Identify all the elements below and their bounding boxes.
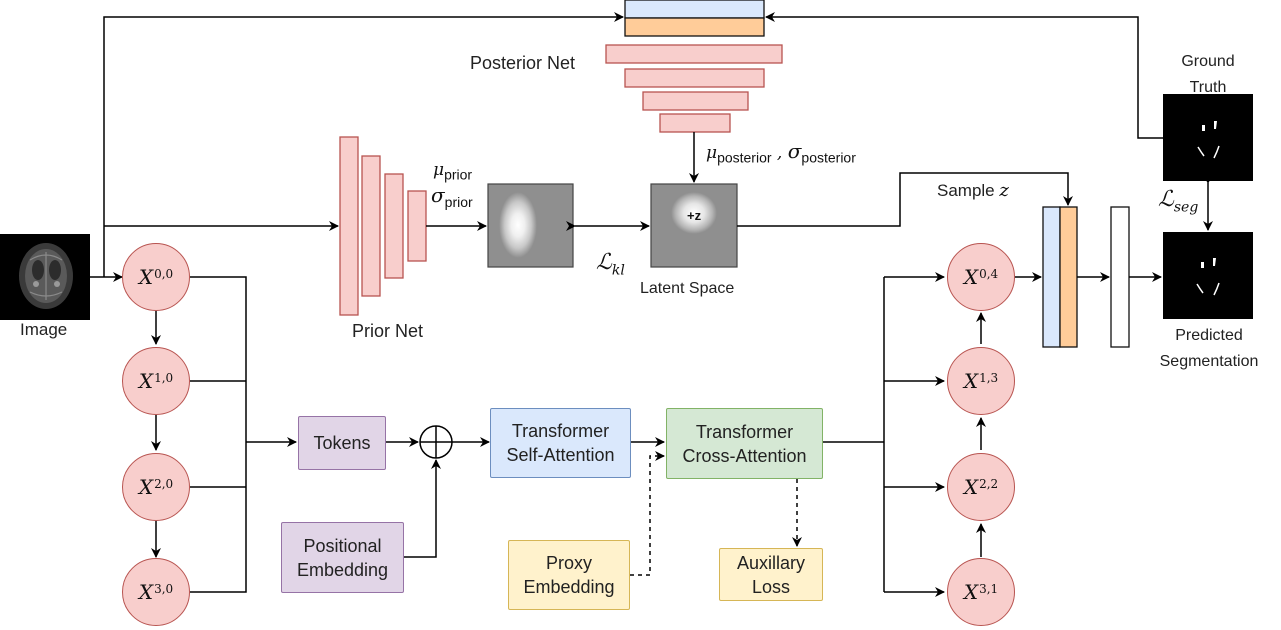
prior-net-label: Prior Net (352, 321, 424, 341)
ground-truth-image (1163, 94, 1253, 181)
latent-space-label: Latent Space (640, 280, 735, 297)
self-attention-block: Transformer Self-Attention (490, 408, 631, 478)
predicted-segmentation-label: Predicted Segmentation (1159, 327, 1259, 370)
ground-truth-label: Ground Truth (1181, 53, 1235, 96)
output-conv-layer (1110, 206, 1130, 348)
prior-distribution-box (487, 183, 574, 268)
proxy-embedding-block: Proxy Embedding (508, 540, 630, 610)
prior-net-stack (339, 136, 427, 316)
posterior-net-label: Posterior Net (470, 53, 576, 73)
latent-z-marker: +z (687, 208, 702, 223)
auxiliary-loss-block: Auxillary Loss (719, 548, 823, 601)
posterior-params-label: μposterior , σposterior (706, 139, 856, 166)
sum-operator (419, 425, 453, 459)
tokens-block: Tokens (298, 416, 386, 470)
seg-loss-label: ℒseg (1158, 187, 1199, 216)
cross-attention-block: Transformer Cross-Attention (666, 408, 823, 479)
latent-space-box (650, 183, 738, 268)
mu-prior-label: μprior (433, 160, 473, 183)
predicted-segmentation-image (1163, 232, 1253, 319)
decoder-concat-stack (1042, 206, 1078, 348)
posterior-net-stack (605, 0, 783, 133)
input-mri-image (0, 234, 90, 320)
kl-loss-label: ℒkl (596, 250, 625, 279)
image-label: Image (20, 320, 68, 339)
sample-z-label: Sample z (937, 180, 1009, 201)
sigma-prior-label: σprior (431, 183, 473, 210)
positional-embedding-block: Positional Embedding (281, 522, 404, 593)
